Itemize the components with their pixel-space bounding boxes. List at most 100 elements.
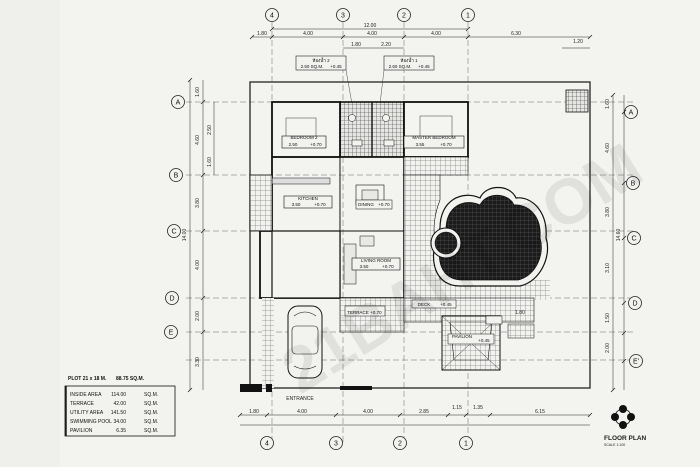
floor-plan-title: FLOOR PLAN: [604, 435, 647, 442]
dim-top-overall: 12.00: [364, 23, 377, 29]
dim-left-1: 1.60: [195, 87, 201, 97]
bedroom-2-area: 2.50: [289, 142, 298, 147]
dim-top-inner-1: 1.80: [351, 42, 361, 48]
living-room-area: 3.50: [360, 264, 369, 269]
grid-row-e-left: E: [169, 330, 174, 337]
area-row-3-unit: SQ.M.: [144, 410, 158, 416]
toilet-2-level: +0.45: [330, 64, 342, 69]
dim-top-right: 1.20: [573, 39, 583, 45]
grid-row-b-right: B: [631, 181, 636, 188]
grid-row-c-left: C: [171, 229, 176, 236]
dim-bottom-3: 4.00: [363, 409, 373, 415]
plot-boundary: [249, 81, 591, 389]
house: BEDROOM 2 2.50 +0.70 MASTER BEDROOM 3.55…: [249, 101, 469, 299]
area-row-5-unit: SQ.M.: [144, 428, 158, 434]
toilet-2-area: 2.50 SQ.M.: [301, 64, 324, 69]
terrace-strip-top: [403, 156, 469, 176]
grid-col-3-bottom: 3: [334, 441, 338, 448]
dim-left-4: 4.00: [195, 260, 201, 270]
dim-right-1: 1.60: [605, 99, 611, 109]
dim-bottom-1: 1.80: [249, 409, 259, 415]
living-room-name: LIVING ROOM: [361, 258, 391, 263]
dim-bottom-6: 1.35: [473, 405, 483, 411]
pavilion-name: PAVILION: [452, 334, 472, 339]
swimming-pool: [430, 186, 549, 287]
area-row-4-value: 34.00: [113, 419, 126, 425]
dim-right-overall: 14.60: [616, 229, 622, 242]
area-table-title: PLOT 21 x 18 M.: [68, 376, 107, 382]
toilet-1-area: 2.60 SQ.M.: [389, 64, 412, 69]
area-row-1-unit: SQ.M.: [144, 392, 158, 398]
dim-right-3: 3.80: [605, 207, 611, 217]
deck-name: DECK: [418, 302, 431, 307]
grid-col-4-bottom: 4: [265, 441, 269, 448]
dining-name: DINING: [358, 202, 374, 207]
master-bedroom-area: 3.55: [416, 142, 425, 147]
toilet-1-level: +0.45: [418, 64, 430, 69]
toilet-1-name: ห้องน้ำ 1: [400, 57, 418, 63]
dim-top-seg-5: 6.30: [511, 31, 521, 37]
bedroom-2-room: [271, 101, 341, 158]
area-row-3-value: 141.50: [111, 410, 127, 416]
area-table: PLOT 21 x 18 M. 88.75 SQ.M. INSIDE AREA …: [64, 376, 176, 437]
dim-top-inner-2: 2.20: [381, 42, 391, 48]
area-row-2-label: TERRACE: [70, 401, 95, 407]
dimension-lines-left: [187, 77, 215, 393]
toilet-2-name: ห้องน้ำ 2: [312, 57, 330, 63]
grid-row-a-right: A: [629, 110, 634, 117]
dim-right-4: 3.10: [605, 263, 611, 273]
terrace-level: +0.70: [370, 310, 382, 315]
terrace-name: TERRACE: [347, 310, 369, 315]
grid-col-1-bottom: 1: [464, 441, 468, 448]
bedroom-2-name: BEDROOM 2: [290, 135, 318, 140]
kitchen-name: KITCHEN: [298, 196, 318, 201]
grid-bubbles-left: A B C D E: [164, 95, 185, 339]
dim-left-sub-1: 2.50: [207, 125, 213, 135]
dim-left-3: 3.80: [195, 198, 201, 208]
dim-bottom-2: 4.00: [297, 409, 307, 415]
deck-level: +0.45: [440, 302, 452, 307]
car: [287, 305, 323, 379]
toilet-tags: ห้องน้ำ 2 2.50 SQ.M. +0.45 ห้องน้ำ 1 2.6…: [295, 55, 435, 105]
dim-bottom-4: 2.85: [419, 409, 429, 415]
grid-col-2-top: 2: [402, 13, 406, 20]
grid-row-c-right: C: [631, 236, 636, 243]
kitchen-area: 3.50: [292, 202, 301, 207]
grid-row-e-prime-right: E': [633, 359, 639, 366]
compass-icon: [611, 405, 635, 429]
area-row-4-unit: SQ.M.: [144, 419, 158, 425]
area-row-1-label: INSIDE AREA: [70, 392, 102, 398]
grid-bubbles-right: A B C D E': [624, 105, 643, 368]
living-room-level: +0.70: [382, 264, 394, 269]
area-row-2-unit: SQ.M.: [144, 401, 158, 407]
master-bedroom-room: [403, 101, 469, 158]
dim-left-6: 3.30: [195, 357, 201, 367]
entrance-label: ENTRANCE: [286, 396, 314, 402]
grid-col-1-top: 1: [466, 13, 470, 20]
grid-col-4-top: 4: [270, 13, 274, 20]
grid-row-d-right: D: [632, 301, 637, 308]
dim-left-overall: 14.00: [182, 229, 188, 242]
grid-row-b-left: B: [174, 173, 179, 180]
dim-top-seg-1: 1.80: [257, 31, 267, 37]
bedroom-2-level: +0.70: [310, 142, 322, 147]
area-row-2-value: 42.00: [113, 401, 126, 407]
master-bedroom-level: +0.70: [440, 142, 452, 147]
area-row-5-value: 6.35: [116, 428, 126, 434]
dim-left-2: 4.60: [195, 135, 201, 145]
dimension-lines-bottom: [237, 412, 593, 426]
dim-top-seg-4: 4.00: [431, 31, 441, 37]
area-row-3-label: UTILITY AREA: [70, 410, 104, 416]
dim-pavilion-width: 1.80: [515, 310, 525, 316]
dim-right-6: 2.00: [605, 343, 611, 353]
dim-right-2: 4.60: [605, 143, 611, 153]
floor-plan-scale: SCALE 1:100: [604, 443, 625, 447]
master-bedroom-name: MASTER BEDROOM: [412, 135, 456, 140]
grid-row-a-left: A: [176, 100, 181, 107]
dim-bottom-7: 6.15: [535, 409, 545, 415]
dim-left-5: 2.00: [195, 311, 201, 321]
area-row-1-value: 114.00: [111, 392, 126, 398]
grid-col-2-bottom: 2: [398, 441, 402, 448]
